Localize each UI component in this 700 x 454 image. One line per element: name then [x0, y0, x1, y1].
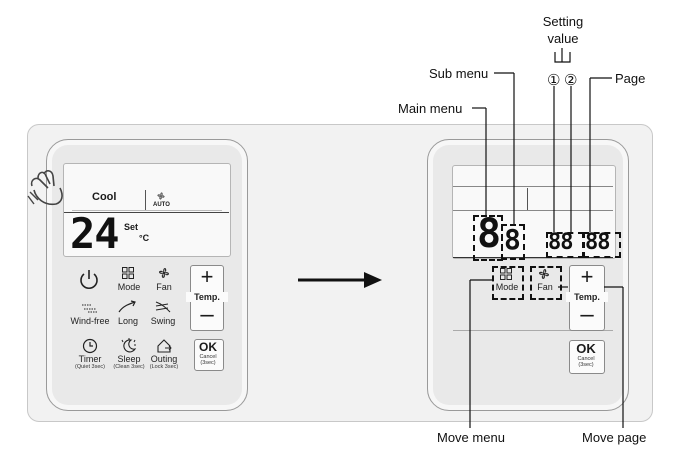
hand-touch-icon [27, 170, 63, 206]
page-label: Page [615, 71, 646, 86]
setting-value-digits: 88 [548, 230, 573, 255]
right-display-separator [527, 188, 528, 210]
left-display-underline [72, 210, 222, 211]
sub-menu-label: Sub menu [429, 66, 489, 81]
sub-menu-highlight [501, 224, 525, 260]
ok-button[interactable] [194, 339, 224, 371]
right-display-line [453, 210, 613, 211]
timer-label[interactable]: Timer [78, 354, 102, 364]
ok-cancel-label-right: Cancel [577, 356, 595, 362]
main-menu-digit: 8 [477, 211, 501, 257]
ok-hold-label-right: (3sec) [578, 362, 594, 368]
setting-marker-2: ② [564, 72, 578, 89]
right-display [452, 165, 616, 259]
right-display-line-top [453, 186, 613, 187]
temperature-readout: 24 [70, 209, 120, 258]
outing-icon[interactable] [156, 338, 172, 354]
mode-button-highlight [492, 266, 524, 300]
left-display-separator [145, 190, 146, 210]
fan-mode-text: AUTO [153, 202, 170, 208]
right-display-divider [453, 257, 613, 258]
temp-plus[interactable]: + [200, 264, 214, 289]
fan-button-label-right[interactable]: Fan [537, 282, 553, 292]
fan-button-icon[interactable] [157, 266, 171, 280]
temp-plus-right[interactable]: + [580, 264, 594, 289]
main-menu-label: Main menu [398, 101, 463, 116]
fan-icon [157, 192, 165, 200]
page-digits: 88 [585, 230, 610, 255]
fan-button-label[interactable]: Fan [156, 282, 172, 292]
long-label[interactable]: Long [117, 316, 139, 326]
move-page-label: Move page [582, 430, 647, 445]
mode-button-label-right[interactable]: Mode [495, 282, 519, 292]
set-label: Set [124, 222, 139, 232]
mode-button-label[interactable]: Mode [117, 282, 141, 292]
swing-icon[interactable] [154, 300, 172, 314]
fan-button-icon-right[interactable] [537, 267, 551, 281]
outing-sublabel: (Lock 3sec) [149, 364, 179, 370]
fan-button-highlight [530, 266, 562, 300]
temp-minus-right[interactable]: – [580, 301, 594, 328]
ok-label: OK [199, 340, 217, 354]
timer-icon[interactable] [82, 338, 98, 354]
arrow-right-icon [298, 272, 382, 288]
timer-sublabel: (Quiet 3sec) [75, 364, 105, 370]
mode-grid-icon-right[interactable] [500, 268, 512, 280]
unit-label: °C [139, 233, 150, 243]
mode-grid-icon[interactable] [122, 267, 134, 279]
setting-value-label-line1: Setting [542, 14, 584, 29]
page-highlight [583, 232, 621, 258]
temp-minus[interactable]: – [200, 301, 214, 328]
sleep-label[interactable]: Sleep [117, 354, 141, 364]
setting-marker-1: ① [547, 72, 561, 89]
wind-free-label[interactable]: Wind-free [70, 316, 110, 326]
ok-hold-label: (3sec) [200, 360, 216, 366]
setting-value-label-line2: value [547, 31, 579, 46]
sleep-icon[interactable] [120, 337, 138, 355]
left-display-divider [64, 212, 229, 213]
wind-free-icon[interactable] [80, 301, 100, 313]
move-menu-label: Move menu [437, 430, 505, 445]
ok-button-right[interactable] [569, 340, 605, 374]
outing-label[interactable]: Outing [150, 354, 178, 364]
power-icon[interactable] [78, 268, 100, 290]
right-panel-line-mid [453, 330, 613, 331]
ok-label-right: OK [576, 341, 596, 356]
temp-label: Temp. [186, 292, 228, 302]
mode-text: Cool [92, 191, 117, 203]
sub-menu-digit: 8 [504, 223, 521, 256]
long-icon[interactable] [117, 300, 137, 314]
swing-label[interactable]: Swing [150, 316, 176, 326]
sleep-sublabel: (Clean 3sec) [113, 364, 145, 370]
ok-cancel-label: Cancel [199, 354, 217, 360]
temp-label-right: Temp. [566, 292, 608, 302]
